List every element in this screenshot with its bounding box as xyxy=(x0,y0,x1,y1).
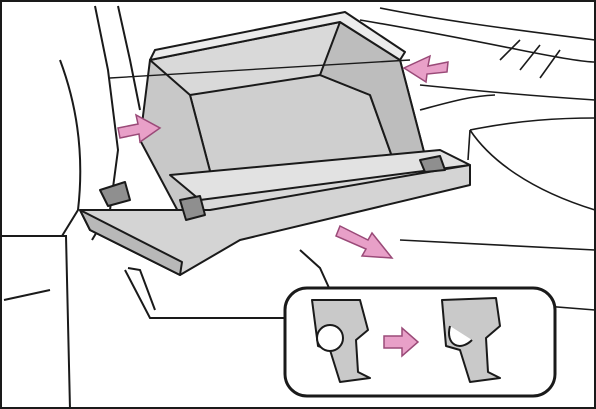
glove-box-removal-diagram xyxy=(0,0,596,409)
diagram-canvas xyxy=(0,0,596,409)
